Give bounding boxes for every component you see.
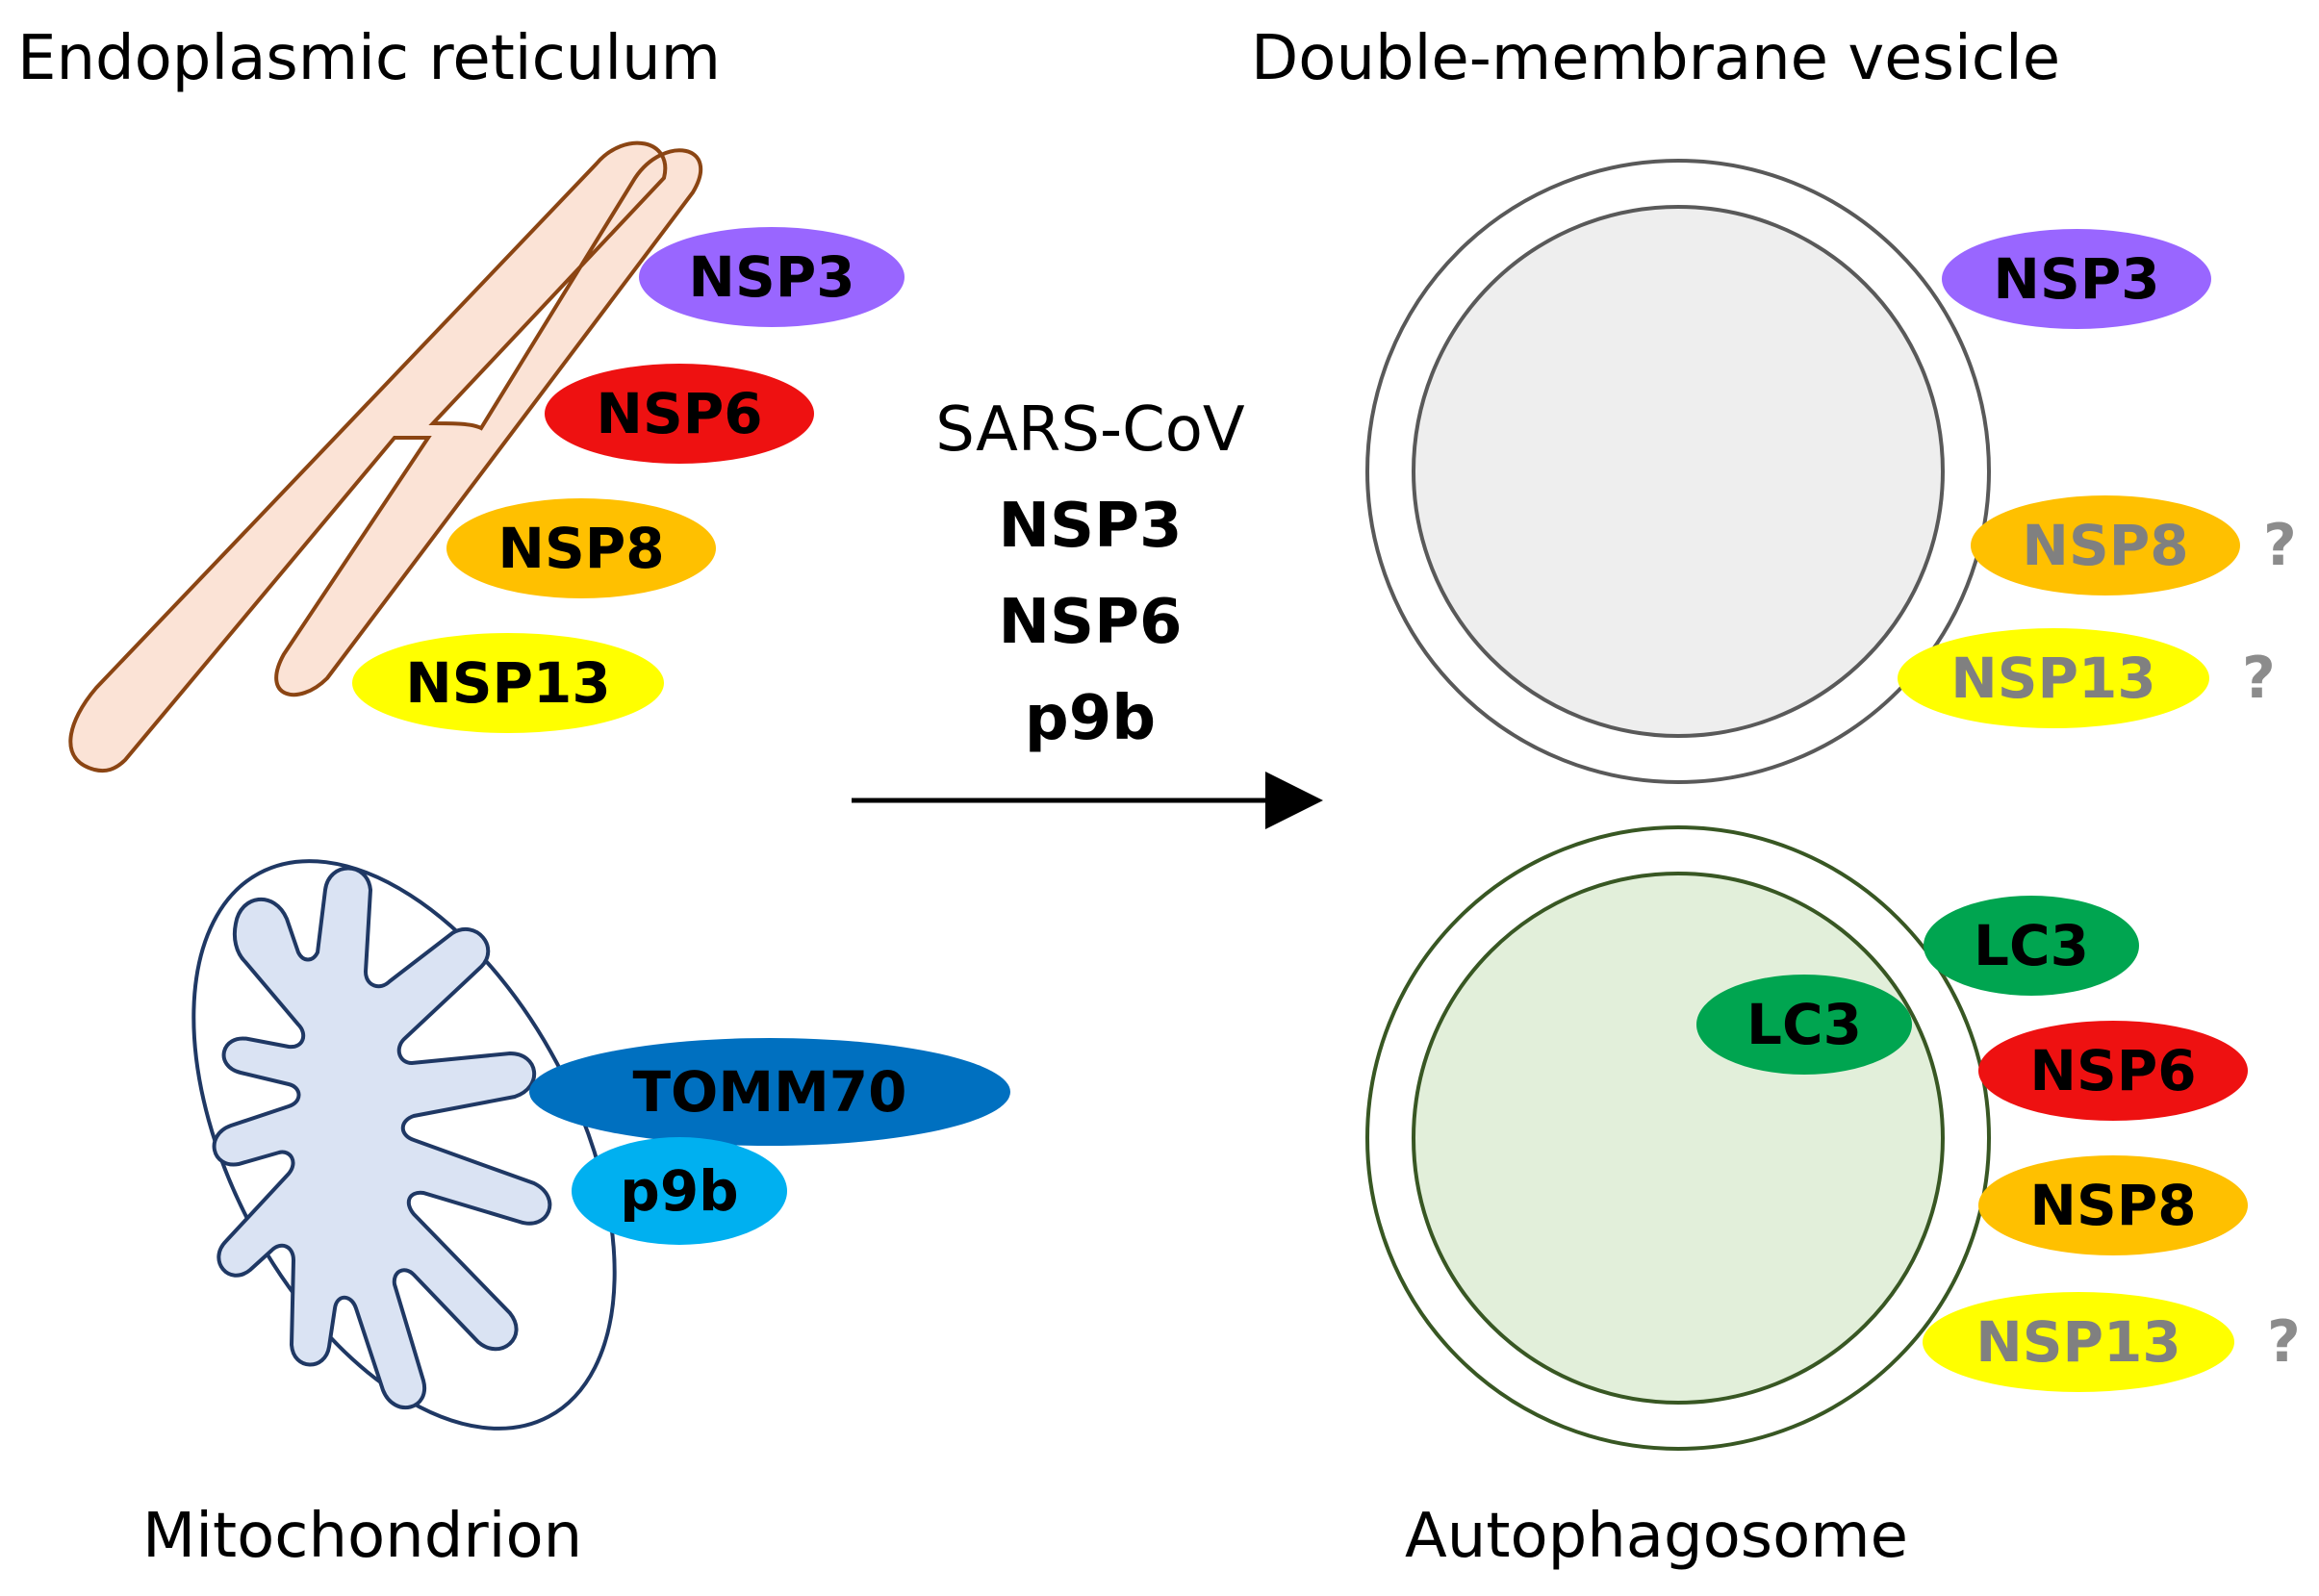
er-protein-ellipse	[545, 364, 814, 464]
er-protein-ellipse	[446, 498, 716, 598]
auto-protein-label: NSP6	[2029, 1038, 2196, 1103]
dmv-title: Double-membrane vesicle	[1251, 23, 2060, 94]
er-protein-nsp13: NSP13	[352, 633, 664, 733]
er-protein-label: NSP6	[596, 381, 762, 446]
autophagosome-title: Autophagosome	[1405, 1501, 1908, 1572]
center-protein-2: NSP6	[998, 587, 1182, 658]
mitochondrion	[191, 859, 617, 1431]
er-protein-label: NSP13	[405, 650, 611, 716]
mito-protein-label: p9b	[620, 1158, 738, 1224]
dmv-protein-ellipse	[1971, 495, 2240, 595]
auto-protein-ellipse	[1978, 1155, 2248, 1255]
dmv-protein-ellipse	[1942, 229, 2211, 329]
auto-protein-lc3: LC3	[1924, 896, 2139, 996]
dmv-inner-membrane	[1412, 205, 1945, 738]
autophagosome	[1365, 825, 1991, 1451]
er-title: Endoplasmic reticulum	[17, 23, 721, 94]
dmv-protein-label: NSP8	[2022, 513, 2188, 578]
mito-protein-ellipse	[572, 1137, 787, 1245]
er-protein-ellipse	[352, 633, 664, 733]
mito-protein-ellipse	[529, 1038, 1010, 1146]
dmv-uncertain-mark: ?	[2263, 512, 2297, 579]
mitochondrion-proteins: TOMM70 p9b	[529, 1038, 1010, 1245]
dmv-protein-nsp3: NSP3	[1942, 229, 2211, 329]
er-protein-nsp8: NSP8	[446, 498, 716, 598]
er-protein-label: NSP8	[497, 516, 664, 581]
er-protein-nsp3: NSP3	[639, 227, 905, 327]
dmv-protein-label: NSP13	[1950, 646, 2156, 711]
center-protein-1: NSP3	[998, 491, 1182, 562]
auto-protein-ellipse	[1923, 1292, 2234, 1392]
auto-protein-ellipse	[1696, 975, 1912, 1075]
auto-protein-nsp13: NSP13?	[1923, 1292, 2301, 1392]
dmv-protein-nsp13: NSP13?	[1898, 628, 2276, 728]
auto-protein-ellipse	[1924, 896, 2139, 996]
autophagosome-inner-membrane	[1412, 872, 1945, 1405]
er-protein-nsp6: NSP6	[545, 364, 814, 464]
dmv-protein-ellipse	[1898, 628, 2209, 728]
auto-protein-ellipse	[1978, 1021, 2248, 1121]
auto-protein-label: LC3	[1974, 913, 2089, 978]
mitochondrion-title: Mitochondrion	[142, 1501, 582, 1572]
mito-protein-p9b: p9b	[572, 1137, 787, 1245]
auto-uncertain-mark: ?	[2267, 1308, 2301, 1376]
auto-protein-nsp6: NSP6	[1978, 1021, 2248, 1121]
auto-protein-label: NSP8	[2029, 1173, 2196, 1238]
er-protein-label: NSP3	[688, 244, 854, 310]
virus-label: SARS-CoV	[935, 394, 1245, 466]
auto-protein-nsp8: NSP8	[1978, 1155, 2248, 1255]
auto-protein-label: NSP13	[1975, 1309, 2181, 1375]
center-protein-3: p9b	[1025, 683, 1156, 754]
endoplasmic-reticulum	[68, 140, 703, 773]
auto-protein-label: LC3	[1746, 992, 1862, 1057]
mitochondrion-cristae	[212, 866, 552, 1409]
auto-protein-lc3: LC3	[1696, 975, 1912, 1075]
mito-protein-tomm70: TOMM70	[529, 1038, 1010, 1146]
er-cisternae	[68, 140, 703, 773]
dmv-protein-label: NSP3	[1993, 246, 2159, 312]
er-protein-ellipse	[639, 227, 905, 327]
mito-protein-label: TOMM70	[632, 1059, 906, 1125]
double-membrane-vesicle	[1365, 159, 1991, 784]
dmv-uncertain-mark: ?	[2242, 645, 2276, 712]
transition-annotation: SARS-CoV NSP3 NSP6 p9b	[852, 394, 1323, 829]
dmv-protein-nsp8: NSP8?	[1971, 495, 2297, 595]
